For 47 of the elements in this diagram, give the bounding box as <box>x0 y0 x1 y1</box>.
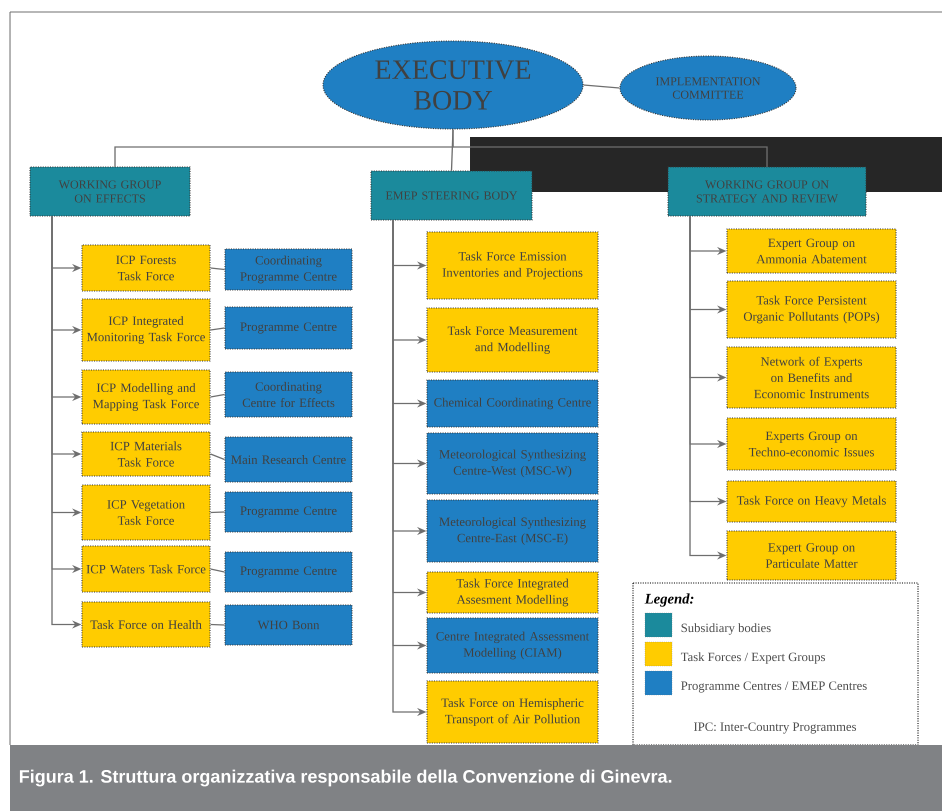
programme-centre-box: Programme Centre <box>224 306 353 350</box>
programme-centre-box: Programme Centre <box>224 491 353 533</box>
task-force-box: ICP Waters Task Force <box>81 545 211 593</box>
programme-centre-box: Meteorological Synthesizing Centre-East (MSC-E) <box>426 499 599 563</box>
task-force-box: Expert Group on Particulate Matter <box>726 530 897 581</box>
task-force-box: ICP Integrated Monitoring Task Force <box>81 298 211 362</box>
task-force-box: Experts Group on Techno-economic Issues <box>726 417 897 471</box>
connector-line <box>583 84 620 89</box>
task-force-box: Task Force on Health <box>81 601 211 648</box>
subsidiary-body-box: WORKING GROUP ON STRATEGY AND REVIEW <box>667 166 867 217</box>
subsidiary-body-box: EMEP STEERING BODY <box>370 170 533 221</box>
connector-line <box>210 267 225 270</box>
task-force-box: ICP Vegetation Task Force <box>81 484 211 541</box>
programme-centre-box: Chemical Coordinating Centre <box>426 379 599 428</box>
note: IPC: Inter-Country Programmes <box>694 722 856 734</box>
task-force-box: Task Force Measurement and Modelling <box>426 307 599 373</box>
programme-centre-box: Coordinating Programme Centre <box>224 248 353 291</box>
connector-line <box>210 453 225 460</box>
task-force-box: Task Force Integrated Assesment Modelling <box>426 571 599 614</box>
legend-label: Task Forces / Expert Groups <box>680 652 826 664</box>
legend-label: Programme Centres / EMEP Centres <box>681 681 867 693</box>
connector-line <box>210 511 224 514</box>
programme-centre-box: Programme Centre <box>224 551 353 593</box>
programme-centre-box: WHO Bonn <box>224 604 353 646</box>
connector-line <box>450 130 454 170</box>
task-force-box: Task Force Persistent Organic Pollutants (POPs) <box>726 280 897 339</box>
task-force-box: Task Force on Hemispheric Transport of Air Pollution <box>426 680 599 744</box>
task-force-box: Task Force Emission Inventories and Projections <box>426 231 599 300</box>
legend-label: Subsidiary bodies <box>682 623 771 635</box>
programme-centre-box: Centre Integrated Assessment Modelling (CIAM) <box>426 617 599 674</box>
task-force-box: Network of Experts on Benefits and Economic Instruments <box>726 346 897 409</box>
connector-line <box>210 327 225 331</box>
connector-line <box>452 130 768 167</box>
programme-centre-box: Coordinating Centre for Effects <box>224 371 353 418</box>
programme-centre-box: Main Research Centre <box>224 436 353 483</box>
task-force-box: Task Force on Heavy Metals <box>726 480 897 523</box>
caption: Figura 1. Struttura organizzativa responsabile della Convenzione di Ginevra. <box>20 770 672 786</box>
task-force-box: ICP Modelling and Mapping Task Force <box>81 369 211 425</box>
connector-line <box>210 624 224 626</box>
task-force-box: Expert Group on Ammonia Abatement <box>726 228 897 274</box>
task-force-box: ICP Materials Task Force <box>81 431 211 477</box>
subsidiary-body-box: WORKING GROUP ON EFFECTS <box>29 166 191 217</box>
legend-title: Legend: <box>644 593 694 607</box>
task-force-box: ICP Forests Task Force <box>81 244 211 292</box>
programme-centre-box: Meteorological Synthesizing Centre-West (MSC-W) <box>426 432 599 495</box>
connector-line <box>210 394 225 398</box>
connector-line <box>210 568 225 573</box>
